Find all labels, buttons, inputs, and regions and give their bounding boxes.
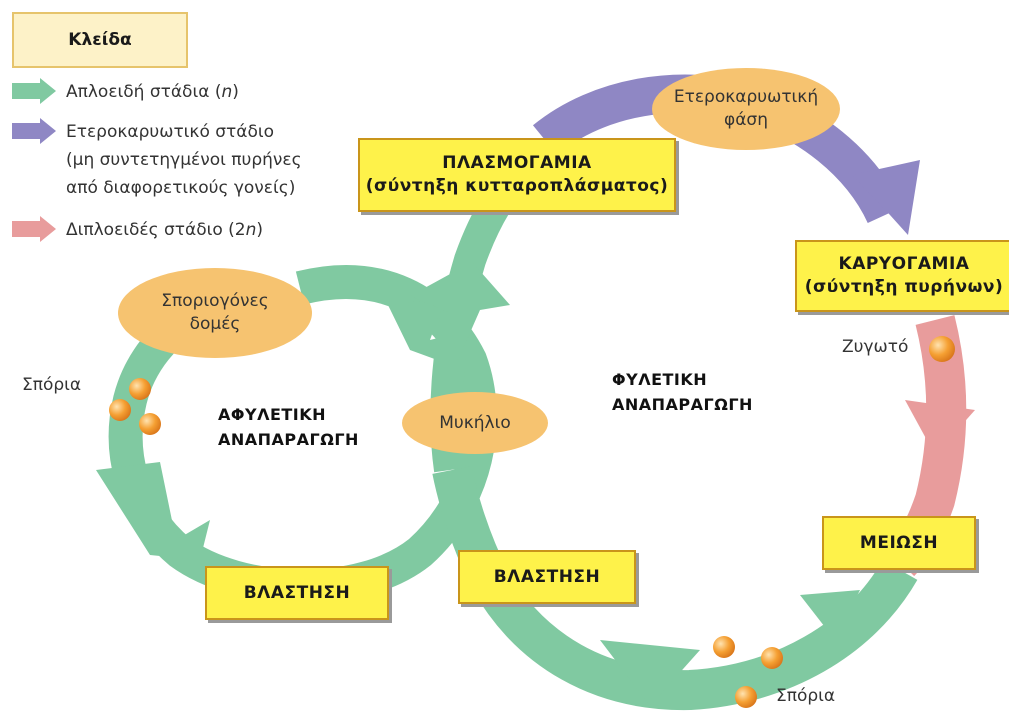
mycelium-oval: Μυκήλιο xyxy=(402,392,548,454)
asexual-arrowhead-left xyxy=(96,462,210,560)
germination-center-box: ΒΛΑΣΤΗΣΗ xyxy=(458,550,636,604)
legend-item-diploid: Διπλοειδές στάδιο (2n) xyxy=(12,216,263,244)
zygote-ball xyxy=(929,336,955,362)
legend-label-diploid: Διπλοειδές στάδιο (2n) xyxy=(66,220,264,240)
spores-bottom-label: Σπόρια xyxy=(776,686,836,706)
germination-left-box: ΒΛΑΣΤΗΣΗ xyxy=(205,566,389,620)
haploid-legend-arrow-icon xyxy=(12,78,56,104)
return-arrowhead-right xyxy=(800,590,860,640)
plasmogamy-box: ΠΛΑΣΜΟΓΑΜΙΑ (σύντηξη κυτταροπλάσματος) xyxy=(358,138,676,212)
legend-label-haploid: Απλοειδή στάδια (n) xyxy=(66,82,239,102)
legend-title-box: Κλείδα xyxy=(12,12,188,68)
zygote-label: Ζυγωτό xyxy=(842,337,909,357)
diploid-arrowhead xyxy=(905,400,975,455)
asexual-cycle-label: ΑΦΥΛΕΤΙΚΗ ΑΝΑΠΑΡΑΓΩΓΗ xyxy=(218,405,359,449)
karyogamy-box: ΚΑΡΥΟΓΑΜΙΑ (σύντηξη πυρήνων) xyxy=(795,240,1009,312)
spore-ball xyxy=(129,378,151,400)
spores-bottom-group xyxy=(713,636,783,708)
heterokaryotic-legend-arrow-icon xyxy=(12,118,56,144)
spore-ball xyxy=(713,636,735,658)
sexual-return-arc xyxy=(432,465,918,711)
spores-left-label: Σπόρια xyxy=(22,375,82,395)
legend-title: Κλείδα xyxy=(68,30,132,50)
spore-ball xyxy=(761,647,783,669)
meiosis-box: ΜΕΙΩΣΗ xyxy=(822,516,976,570)
return-band xyxy=(432,465,918,711)
spore-ball xyxy=(139,413,161,435)
sexual-cycle-label: ΦΥΛΕΤΙΚΗ ΑΝΑΠΑΡΑΓΩΓΗ xyxy=(612,370,753,414)
spores-left-group xyxy=(109,378,161,435)
spore-ball xyxy=(109,399,131,421)
diploid-legend-arrow-icon xyxy=(12,216,56,242)
legend-label-heterokaryotic: Ετεροκαρυωτικό στάδιο (μη συντετηγμένοι … xyxy=(66,122,302,198)
spore-ball xyxy=(735,686,757,708)
haploid-upward-arrowhead xyxy=(410,262,510,360)
return-arrowhead xyxy=(600,640,700,706)
legend-item-heterokaryotic: Ετεροκαρυωτικό στάδιο (μη συντετηγμένοι … xyxy=(12,118,302,202)
heterokaryotic-arrowhead xyxy=(852,160,920,235)
legend-item-haploid: Απλοειδή στάδια (n) xyxy=(12,78,239,106)
